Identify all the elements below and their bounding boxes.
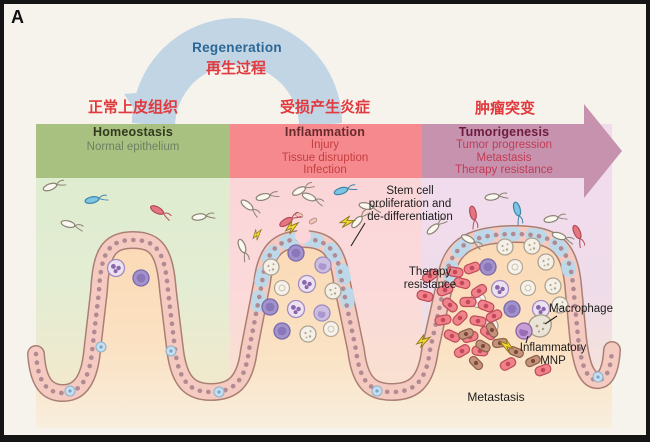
figure-label: A	[11, 7, 24, 27]
stage-details-tumorigenesis: Tumor progression Metastasis Therapy res…	[455, 139, 553, 177]
regeneration-label-en: Regeneration	[192, 40, 282, 55]
annotation-macrophage: Macrophage	[549, 303, 613, 315]
stage-details-homeostasis: Normal epithelium	[86, 141, 180, 153]
inflammation-banner	[230, 124, 422, 178]
inflammatory-mnp-cell-icon	[515, 322, 533, 340]
annotation-inflammatory-mnp: Inflammatory MNP	[519, 342, 587, 367]
stage-heading-zh-tumorigenesis: 肿瘤突变	[474, 100, 536, 117]
homeostasis-banner	[36, 124, 230, 178]
stage-heading-zh-inflammation: 受损产生炎症	[279, 99, 371, 116]
annotation-therapy-resistance: Therapy resistance	[403, 266, 457, 291]
epithelium-disruption-gap	[295, 228, 311, 244]
annotation-stem-cell: Stem cell proliferation and de-different…	[367, 185, 453, 223]
stage-details-inflammation: Injury Tissue disruption Infection	[281, 139, 369, 177]
regeneration-label-zh: 再生过程	[205, 60, 267, 77]
regeneration-cycle-arrow-icon	[124, 18, 342, 130]
stage-title-inflammation: Inflammation	[284, 125, 366, 139]
stage-title-homeostasis: Homeostasis	[92, 125, 174, 139]
stage-heading-zh-homeostasis: 正常上皮组织	[87, 99, 179, 116]
annotation-pointer-lines	[350, 222, 558, 344]
tumorigenesis-arrow-icon	[422, 104, 622, 198]
annotation-metastasis: Metastasis	[467, 390, 525, 404]
macrophage-cell-icon	[528, 314, 552, 338]
stage-title-tumorigenesis: Tumorigenesis	[458, 125, 550, 139]
